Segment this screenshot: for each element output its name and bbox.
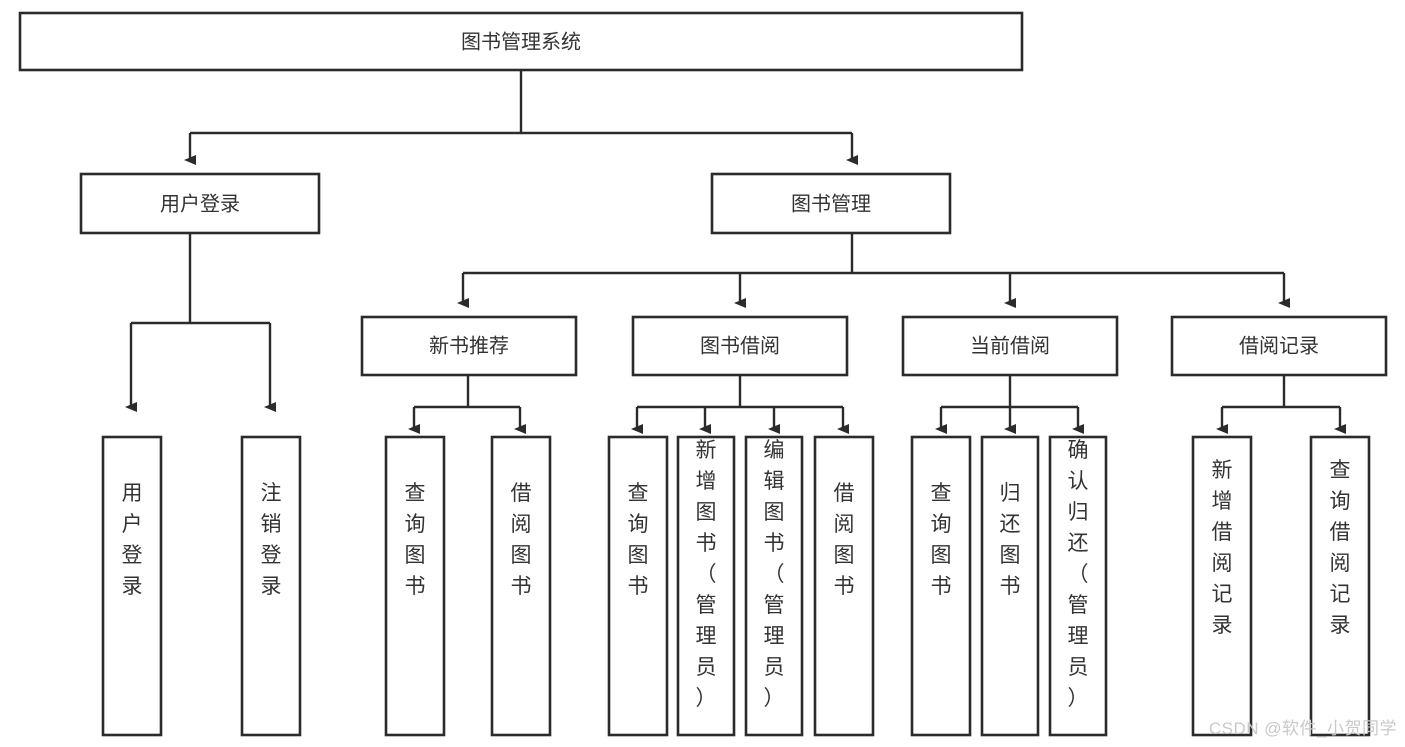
node-leaf7-label: 编辑图书（管理员） [764, 439, 785, 710]
node-login-box[interactable] [79, 172, 321, 235]
node-leaf11-box[interactable] [1048, 435, 1108, 737]
node-leaf2-label: 注销登录 [261, 482, 282, 598]
node-leaf1[interactable]: 用户登录 [101, 435, 163, 737]
node-leaf7-box[interactable] [744, 435, 804, 737]
node-leaf10-box[interactable] [980, 435, 1040, 737]
connector-group-login [125, 233, 276, 412]
connector-group-root [184, 70, 858, 165]
node-leaf2-box[interactable] [240, 435, 302, 737]
node-leaf13-box[interactable] [1309, 435, 1371, 737]
node-leaf13-label: 查询借阅记录 [1330, 459, 1351, 637]
node-leaf5[interactable]: 查询图书 [607, 435, 669, 737]
node-leaf4-label: 借阅图书 [511, 482, 532, 598]
node-login-label: 用户登录 [160, 192, 240, 215]
node-leaf12[interactable]: 新增借阅记录 [1191, 435, 1253, 737]
connector-group-records [1216, 375, 1346, 434]
node-borrow-box[interactable] [631, 315, 849, 377]
node-borrow[interactable]: 图书借阅 [631, 315, 849, 377]
node-root-label: 图书管理系统 [461, 30, 581, 53]
node-records-label: 借阅记录 [1239, 334, 1319, 357]
connector-group-bookmgmt [457, 233, 1290, 308]
node-leaf7[interactable]: 编辑图书（管理员） [744, 435, 804, 737]
node-leaf8[interactable]: 借阅图书 [813, 435, 875, 737]
node-leaf1-box[interactable] [101, 435, 163, 737]
connector-group-newbook [408, 375, 526, 434]
node-current-label: 当前借阅 [970, 334, 1050, 357]
node-borrow-label: 图书借阅 [700, 334, 780, 357]
connector-group-borrow [631, 375, 849, 434]
node-leaf6-box[interactable] [676, 435, 736, 737]
node-current-box[interactable] [901, 315, 1119, 377]
node-leaf5-box[interactable] [607, 435, 669, 737]
node-leaf11[interactable]: 确认归还（管理员） [1048, 435, 1108, 737]
node-leaf9[interactable]: 查询图书 [910, 435, 972, 737]
node-newbook-box[interactable] [360, 315, 578, 377]
node-records-box[interactable] [1170, 315, 1388, 377]
node-leaf3[interactable]: 查询图书 [384, 435, 446, 737]
node-leaf2[interactable]: 注销登录 [240, 435, 302, 737]
node-leaf13[interactable]: 查询借阅记录 [1309, 435, 1371, 737]
node-leaf11-label: 确认归还（管理员） [1068, 439, 1089, 710]
node-leaf4[interactable]: 借阅图书 [490, 435, 552, 737]
node-leaf3-box[interactable] [384, 435, 446, 737]
node-leaf12-label: 新增借阅记录 [1212, 459, 1233, 637]
node-leaf8-box[interactable] [813, 435, 875, 737]
node-leaf6-label: 新增图书（管理员） [696, 439, 717, 710]
node-leaf12-box[interactable] [1191, 435, 1253, 737]
node-leaf9-label: 查询图书 [931, 482, 952, 598]
csdn-watermark: CSDN @软件_小贺同学 [1208, 719, 1397, 738]
node-current[interactable]: 当前借阅 [901, 315, 1119, 377]
node-leaf10-label: 归还图书 [1000, 482, 1021, 598]
node-login[interactable]: 用户登录 [79, 172, 321, 235]
node-leaf5-label: 查询图书 [628, 482, 649, 598]
connector-group-current [935, 375, 1084, 434]
node-leaf8-label: 借阅图书 [834, 482, 855, 598]
node-leaf10[interactable]: 归还图书 [980, 435, 1040, 737]
node-leaf3-label: 查询图书 [405, 482, 426, 598]
node-leaf6[interactable]: 新增图书（管理员） [676, 435, 736, 737]
node-leaf4-box[interactable] [490, 435, 552, 737]
node-records[interactable]: 借阅记录 [1170, 315, 1388, 377]
node-newbook-label: 新书推荐 [429, 334, 509, 357]
node-bookmgmt-box[interactable] [710, 172, 952, 235]
node-newbook[interactable]: 新书推荐 [360, 315, 578, 377]
node-bookmgmt[interactable]: 图书管理 [710, 172, 952, 235]
node-leaf1-label: 用户登录 [122, 482, 143, 598]
node-leaf9-box[interactable] [910, 435, 972, 737]
node-bookmgmt-label: 图书管理 [791, 192, 871, 215]
node-root[interactable]: 图书管理系统 [18, 11, 1024, 72]
node-root-box[interactable] [18, 11, 1024, 72]
